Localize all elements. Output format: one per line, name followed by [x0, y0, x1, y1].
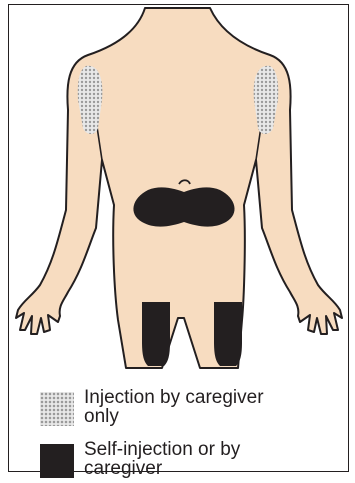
body-silhouette [16, 8, 342, 368]
abdomen-zone [133, 187, 234, 226]
legend-label-self: Self-injection or by caregiver [84, 440, 299, 478]
right-thigh-zone [214, 302, 242, 366]
legend-label-caregiver: Injection by caregiver only [84, 388, 299, 426]
legend-item-self: Self-injection or by caregiver [40, 440, 299, 478]
legend-item-caregiver: Injection by caregiver only [40, 388, 299, 426]
left-thigh-zone [142, 302, 170, 366]
crosshatch-swatch-icon [40, 392, 74, 426]
solid-swatch-icon [40, 444, 74, 478]
